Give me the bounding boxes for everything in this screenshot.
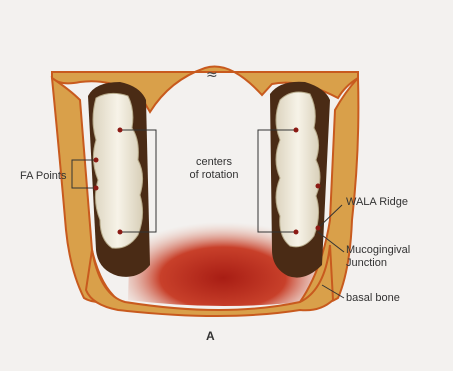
fa-point-marker — [316, 184, 321, 189]
basal-bone-label: basal bone — [346, 292, 400, 305]
mucogingival-line-1: Mucogingival — [346, 244, 410, 257]
rotation-center-marker — [294, 128, 299, 133]
wala-ridge-label: WALA Ridge — [346, 196, 408, 209]
wala-marker — [316, 226, 321, 231]
left-molar — [88, 82, 150, 277]
break-mark: ≈ — [206, 67, 218, 83]
centers-line-1: centers — [176, 156, 252, 169]
mucogingival-junction-label: Mucogingival Junction — [346, 244, 410, 270]
figure-letter: A — [206, 330, 215, 343]
rotation-center-marker — [118, 230, 123, 235]
rotation-center-marker — [294, 230, 299, 235]
fa-point-marker — [94, 186, 99, 191]
fa-points-label: FA Points — [20, 170, 66, 183]
centers-line-2: of rotation — [176, 169, 252, 182]
right-molar — [270, 82, 330, 278]
rotation-center-marker — [118, 128, 123, 133]
centers-of-rotation-label: centers of rotation — [176, 156, 252, 182]
mucogingival-line-2: Junction — [346, 257, 410, 270]
fa-point-marker — [94, 158, 99, 163]
